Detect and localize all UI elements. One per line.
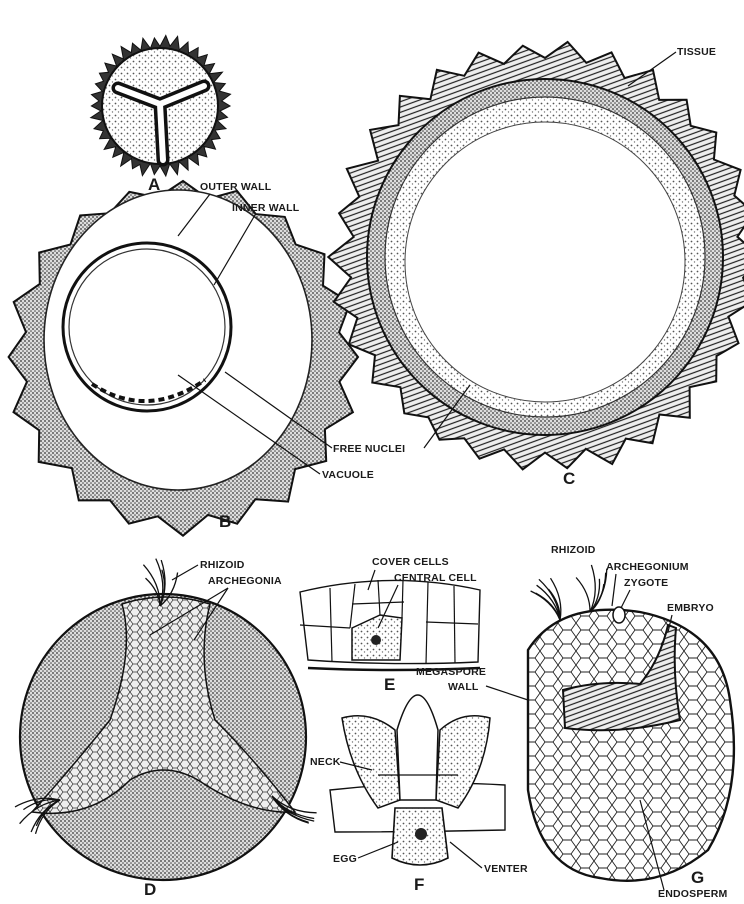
label-central-cell: CENTRAL CELL bbox=[394, 572, 477, 584]
label-embryo: EMBRYO bbox=[667, 602, 714, 614]
label-egg: EGG bbox=[333, 853, 357, 865]
label-inner-wall: INNER WALL bbox=[232, 202, 300, 214]
figure-a-spore: A bbox=[91, 36, 231, 195]
megaspore-wall-g bbox=[528, 610, 734, 881]
rhizoid-hair bbox=[576, 578, 590, 613]
figure-b-megaspore: OUTER WALL INNER WALL FREE NUCLEI VACUOL… bbox=[9, 181, 406, 536]
label-cover-cells: COVER CELLS bbox=[372, 556, 449, 568]
label-megaspore: MEGASPORE bbox=[416, 666, 486, 678]
figure-d-gametophyte: RHIZOID ARCHEGONIA D bbox=[15, 559, 317, 899]
label-rhizoid-d: RHIZOID bbox=[200, 559, 245, 571]
figure-letter-b: B bbox=[219, 512, 231, 531]
figure-letter-g: G bbox=[691, 868, 704, 887]
central-vacuole-c bbox=[405, 122, 685, 402]
label-free-nuclei: FREE NUCLEI bbox=[333, 443, 405, 455]
label-wall: WALL bbox=[448, 681, 479, 693]
zygote bbox=[613, 607, 625, 623]
label-zygote: ZYGOTE bbox=[624, 577, 668, 589]
figure-letter-d: D bbox=[144, 880, 156, 899]
label-vacuole: VACUOLE bbox=[322, 469, 374, 481]
label-outer-wall: OUTER WALL bbox=[200, 181, 272, 193]
figure-letter-f: F bbox=[414, 875, 425, 894]
egg bbox=[415, 828, 427, 840]
label-archegonia: ARCHEGONIA bbox=[208, 575, 282, 587]
figure-f-archegonium: NECK EGG VENTER F bbox=[310, 695, 528, 894]
label-tissue: TISSUE bbox=[677, 46, 716, 58]
label-archegonium: ARCHEGONIUM bbox=[606, 561, 689, 573]
figure-c-megaspore-tissue: TISSUE C bbox=[328, 42, 744, 488]
neck-cell-center bbox=[397, 695, 438, 800]
rhizoid-hair bbox=[536, 593, 560, 620]
label-neck: NECK bbox=[310, 756, 341, 768]
label-venter: VENTER bbox=[484, 863, 528, 875]
figure-letter-e: E bbox=[384, 675, 396, 694]
label-endosperm: ENDOSPERM bbox=[658, 888, 728, 900]
label-rhizoid-g: RHIZOID bbox=[551, 544, 596, 556]
figure-letter-c: C bbox=[563, 469, 575, 488]
